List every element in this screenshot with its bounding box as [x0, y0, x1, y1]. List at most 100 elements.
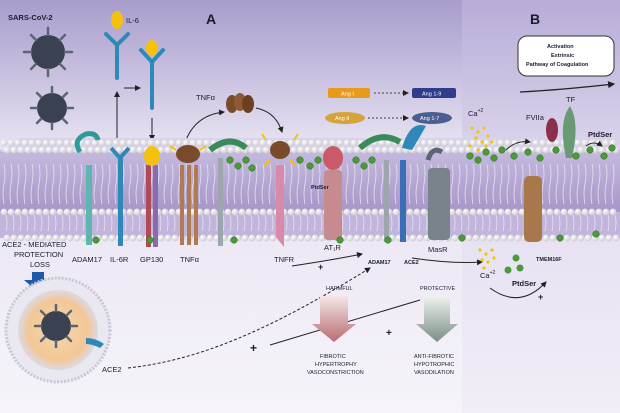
lipid-head — [322, 139, 330, 147]
lipid-head — [581, 139, 589, 147]
lipid-head — [308, 139, 316, 147]
arrow-ace2-to-adam17 — [127, 267, 371, 369]
ptdser-dot — [146, 236, 154, 244]
lipid-head — [290, 146, 298, 154]
gp130-label: GP130 — [140, 255, 163, 264]
ptdser-dot — [242, 156, 250, 164]
lipid-head — [294, 208, 302, 216]
lipid-head — [469, 208, 477, 216]
lipid-head — [234, 146, 242, 154]
tnfr-label: TNFR — [274, 255, 295, 264]
lipid-head — [367, 234, 375, 242]
lipid-head — [507, 234, 515, 242]
lipid-head — [574, 208, 582, 216]
lipid-head — [441, 139, 449, 147]
lipid-head — [301, 208, 309, 216]
lipid-head — [252, 208, 260, 216]
protective-line2: HYPOTROPHIC — [414, 362, 454, 368]
lipid-head — [112, 139, 120, 147]
ace2-membrane-icon — [400, 124, 426, 242]
plus-sign-4: + — [356, 250, 361, 260]
calcium-dot — [486, 134, 490, 138]
lipid-head — [259, 208, 267, 216]
lipid-tail — [562, 163, 568, 232]
flip-arrow-icon — [585, 140, 603, 147]
lipid-tail — [478, 163, 484, 232]
lipid-head — [371, 208, 379, 216]
lipid-tail — [212, 163, 218, 232]
lipid-head — [17, 146, 25, 154]
lipid-head — [472, 234, 480, 242]
lipid-tail — [373, 163, 379, 232]
lipid-head — [224, 208, 232, 216]
plus-sign-3: + — [318, 262, 323, 272]
harmful-arrow-icon — [312, 296, 356, 342]
lipid-head — [570, 234, 578, 242]
calcium-dot — [490, 248, 494, 252]
lipid-head — [38, 234, 46, 242]
lipid-head — [101, 146, 109, 154]
lipid-head — [248, 146, 256, 154]
lipid-head — [343, 139, 351, 147]
lipid-head — [112, 208, 120, 216]
panel-a-letter: A — [206, 11, 216, 27]
lipid-head — [553, 139, 561, 147]
lipid-head — [248, 234, 256, 242]
lipid-head — [56, 139, 64, 147]
lipid-head — [17, 234, 25, 242]
lipid-head — [266, 139, 274, 147]
fviia-label: FVIIa — [526, 113, 545, 122]
lipid-head — [3, 146, 11, 154]
lipid-head — [493, 234, 501, 242]
ptdser-dot — [92, 236, 100, 244]
lipid-head — [24, 234, 32, 242]
harmful-line1: FIBROTIC — [320, 354, 346, 360]
lipid-head — [63, 139, 71, 147]
lipid-head — [28, 139, 36, 147]
activation-line1: Activation — [547, 44, 574, 50]
lipid-head — [21, 139, 29, 147]
lipid-tail — [317, 163, 323, 232]
lipid-head — [472, 146, 480, 154]
ptdser-dot — [482, 148, 490, 156]
lipid-head — [448, 208, 456, 216]
lipid-head — [98, 208, 106, 216]
lipid-head — [304, 146, 312, 154]
lipid-head — [353, 146, 361, 154]
lipid-head — [63, 208, 71, 216]
lipid-head — [31, 146, 39, 154]
gp130-membrane-icon — [144, 146, 160, 247]
lipid-head — [381, 146, 389, 154]
lipid-head — [136, 234, 144, 242]
ang17-label: Ang 1-7 — [420, 116, 439, 122]
lipid-head — [262, 146, 270, 154]
ptdser-bottom-dots — [504, 254, 524, 274]
lipid-tail — [506, 163, 512, 232]
ptdser-dot — [458, 234, 466, 242]
lipid-tail — [163, 163, 169, 232]
lipid-head — [10, 146, 18, 154]
lipid-head — [66, 146, 74, 154]
lipid-head — [266, 208, 274, 216]
lipid-head — [140, 139, 148, 147]
lipid-head — [14, 139, 22, 147]
lipid-head — [168, 139, 176, 147]
lipid-tail — [492, 163, 498, 232]
ptdser-dot — [592, 230, 600, 238]
ang1-label: Ang I — [341, 92, 354, 98]
lipid-head — [336, 139, 344, 147]
lipid-head — [238, 208, 246, 216]
lipid-tail — [240, 163, 246, 232]
lipid-head — [542, 234, 550, 242]
lipid-head — [147, 139, 155, 147]
ace2-loss-line3: LOSS — [30, 260, 50, 269]
harmful-line3: VASOCONSTRICTION — [307, 370, 364, 376]
protective-line1: ANTI-FIBROTIC — [414, 354, 454, 360]
arrow-to-activation — [519, 81, 616, 93]
lipid-head — [49, 208, 57, 216]
lipid-head — [52, 146, 60, 154]
lipid-head — [595, 208, 603, 216]
lipid-tail — [359, 163, 365, 232]
lipid-head — [416, 146, 424, 154]
lipid-head — [374, 146, 382, 154]
